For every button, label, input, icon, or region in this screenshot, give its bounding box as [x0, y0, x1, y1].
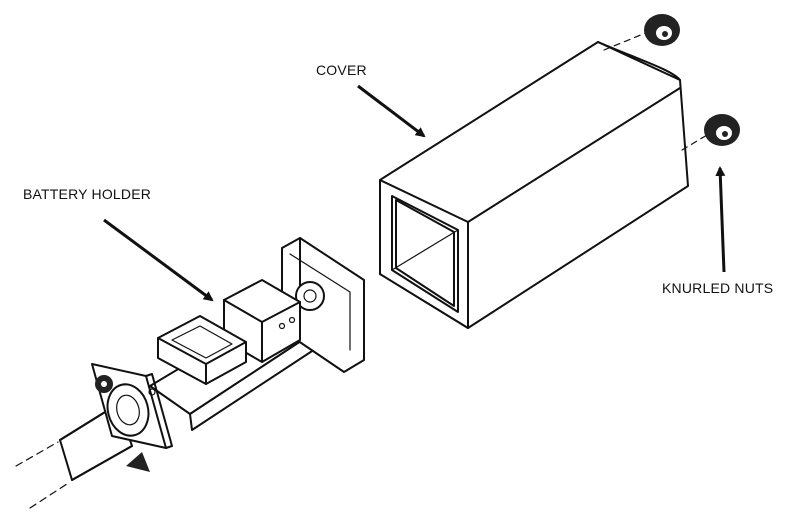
cover [379, 31, 713, 329]
knurled-nuts-label: KNURLED NUTS [662, 280, 774, 296]
knurled-nut-top [644, 14, 680, 46]
cover-leader-arrow [357, 84, 426, 138]
battery-holder-label: BATTERY HOLDER [23, 186, 152, 202]
battery-holder-leader-arrow [103, 218, 214, 302]
battery-holder-assembly [91, 237, 365, 472]
knurled-nut-bottom [704, 114, 740, 146]
knurled-nuts-leader-arrow [715, 166, 726, 273]
cover-label: COVER [316, 62, 367, 78]
